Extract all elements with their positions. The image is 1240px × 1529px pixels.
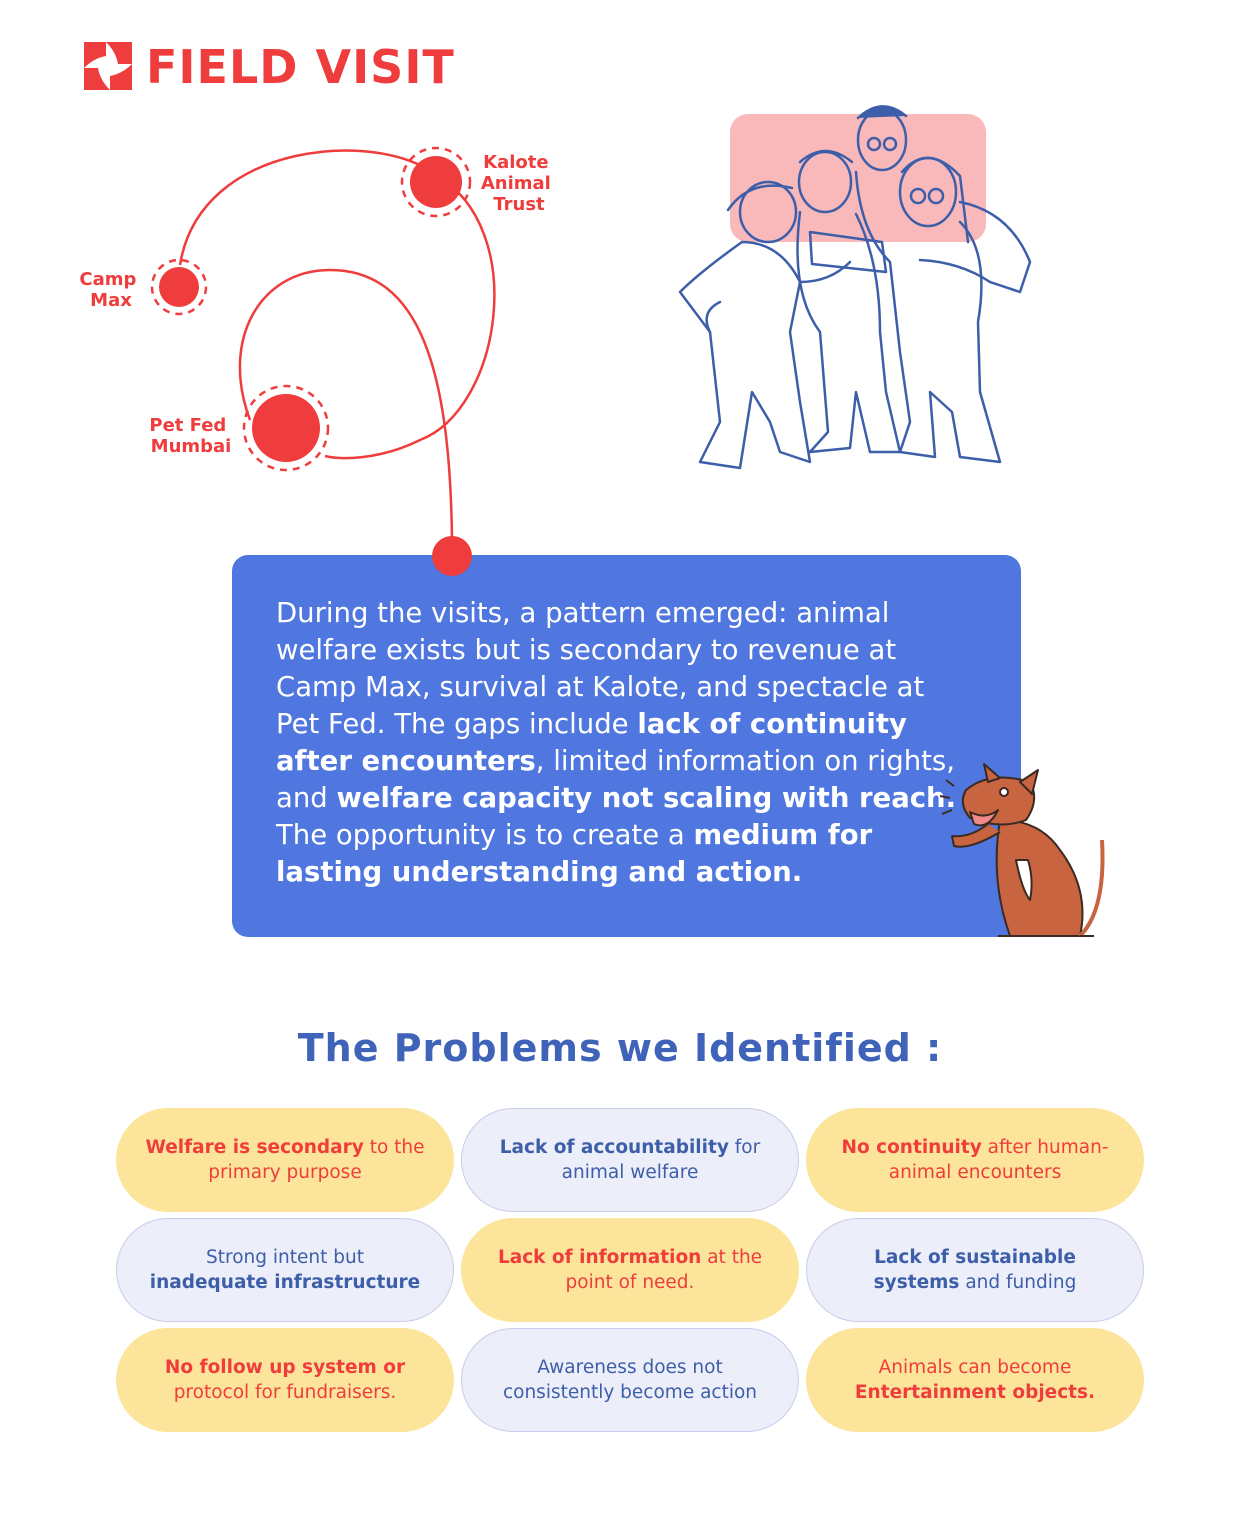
problems-heading: The Problems we Identified : (297, 1026, 943, 1070)
summary-highlight: lack of continuity after encounters (276, 708, 907, 777)
location-dot (410, 156, 462, 208)
location-ring (150, 258, 208, 316)
route-path (238, 268, 454, 541)
route-path (178, 149, 437, 266)
route-path (324, 173, 496, 460)
summary-text: During the visits, a pattern emerged: an… (276, 597, 957, 888)
summary-highlight: medium for lasting understanding and act… (276, 819, 873, 888)
problem-card: Welfare is secondary to the primary purp… (116, 1108, 454, 1212)
problem-card: Animals can become Entertainment objects… (806, 1328, 1144, 1432)
pinwheel-logo-icon (84, 42, 132, 90)
location-ring (242, 384, 330, 472)
location-label-camp-max: Camp Max (79, 269, 142, 311)
location-dot (159, 267, 199, 307)
problem-card: Lack of accountability for animal welfar… (461, 1108, 799, 1212)
problem-card: Lack of information at the point of need… (461, 1218, 799, 1322)
page-title: FIELD VISIT (146, 40, 455, 94)
summary-highlight: welfare capacity not scaling with reach. (336, 782, 957, 814)
visit-route-map: Kalote Animal Trust Camp Max Pet Fed Mum… (79, 146, 557, 541)
problem-card: No follow up system or protocol for fund… (116, 1328, 454, 1432)
route-end-pin (432, 536, 472, 576)
location-label-pet-fed: Pet Fed Mumbai (149, 415, 232, 457)
group-of-people-illustration (678, 105, 1032, 470)
problem-card: Lack of sustainable systems and funding (806, 1218, 1144, 1322)
problem-card: Strong intent but inadequate infrastruct… (116, 1218, 454, 1322)
problem-card: Awareness does not consistently become a… (461, 1328, 799, 1432)
location-label-kalote: Kalote Animal Trust (481, 152, 557, 215)
location-dot (252, 394, 320, 462)
problem-card: No continuity after human-animal encount… (806, 1108, 1144, 1212)
summary-card: During the visits, a pattern emerged: an… (232, 555, 1021, 937)
barking-dog-illustration (939, 763, 1105, 938)
location-ring (400, 146, 472, 218)
